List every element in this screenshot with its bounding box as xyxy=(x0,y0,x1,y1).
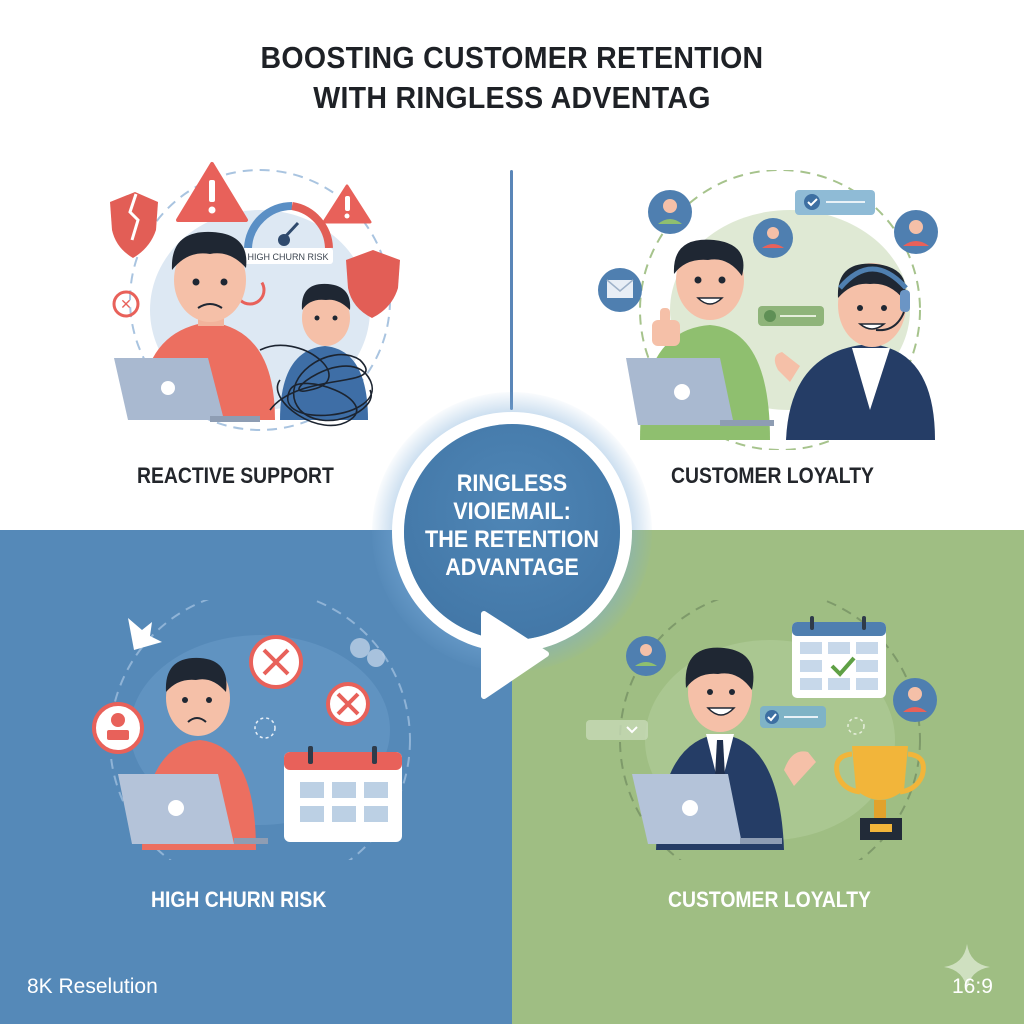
x-bubble-icon xyxy=(249,635,303,689)
vertical-divider xyxy=(510,170,513,410)
warning-icon xyxy=(322,184,372,224)
dashed-orbit xyxy=(639,170,921,450)
center-line-3: THE RETENTION xyxy=(424,526,600,553)
gauge-icon: HIGH CHURN RISK xyxy=(243,201,333,264)
laptop-icon xyxy=(626,358,774,426)
tangled-cable-icon xyxy=(259,344,374,427)
avatar-bubble-icon xyxy=(648,190,692,234)
resolution-note: 8K Reselution xyxy=(27,975,158,998)
center-line-4: ADVANTAGE xyxy=(445,554,579,581)
leaf-icon xyxy=(128,618,162,650)
label-reactive-support: REACTIVE SUPPORT xyxy=(137,463,334,488)
x-bubble-icon xyxy=(326,682,370,726)
page-title: BOOSTING CUSTOMER RETENTION WITH RINGLES… xyxy=(41,38,983,118)
gauge-label: HIGH CHURN RISK xyxy=(247,252,328,262)
thumbs-up-icon xyxy=(652,308,680,346)
center-line-2: VIOIEMAIL: xyxy=(453,498,571,525)
aspect-ratio-note: 16:9 xyxy=(952,975,993,998)
center-heading: RINGLESS VIOIEMAIL: THE RETENTION ADVANT… xyxy=(404,470,620,582)
play-arrow-icon xyxy=(481,611,549,699)
sparkle-icon xyxy=(944,944,990,990)
waving-hand xyxy=(784,751,816,786)
dashed-orbit xyxy=(109,600,411,860)
user-bubble-icon xyxy=(92,702,144,754)
avatar-bubble-icon xyxy=(894,210,938,254)
voicemail-message-icon xyxy=(758,306,824,326)
shield-icon xyxy=(346,250,400,318)
title-line-1: BOOSTING CUSTOMER RETENTION xyxy=(260,40,764,75)
waving-hand xyxy=(774,352,800,382)
center-line-1: RINGLESS xyxy=(456,470,568,497)
customer-loyalty-illustration-top xyxy=(598,170,938,450)
avatar-bubble-icon xyxy=(753,218,793,258)
label-customer-loyalty-bottom: CUSTOMER LOYALTY xyxy=(668,887,871,912)
label-customer-loyalty-top: CUSTOMER LOYALTY xyxy=(671,463,874,488)
high-churn-illustration xyxy=(92,600,411,860)
laptop-icon xyxy=(114,358,260,422)
check-message-icon xyxy=(795,190,875,215)
reactive-support-illustration: HIGH CHURN RISK ✕ xyxy=(110,162,400,431)
title-line-2: WITH RINGLESS ADVENTAG xyxy=(313,80,711,115)
warning-icon xyxy=(176,162,248,222)
avatar-bubble-icon xyxy=(893,678,937,722)
email-bubble-icon xyxy=(598,268,642,312)
group-icon xyxy=(350,638,385,667)
broken-shield-icon xyxy=(110,192,158,258)
laptop-icon xyxy=(632,774,782,844)
loading-icon xyxy=(254,717,276,739)
loading-icon xyxy=(847,717,865,735)
trophy-icon xyxy=(834,746,926,840)
notification-icon xyxy=(586,720,648,740)
check-message-icon xyxy=(760,706,826,728)
no-callback-icon: ✕ xyxy=(112,290,140,318)
calendar-check-icon xyxy=(792,616,886,698)
customer-loyalty-illustration-bottom xyxy=(586,600,937,860)
laptop-icon xyxy=(118,774,268,844)
calendar-icon xyxy=(284,746,402,842)
headset-icon xyxy=(838,266,910,332)
center-disc xyxy=(404,424,620,640)
avatar-bubble-icon xyxy=(626,636,666,676)
dashed-orbit xyxy=(619,600,921,860)
label-high-churn-risk: HIGH CHURN RISK xyxy=(151,887,327,912)
svg-text:✕: ✕ xyxy=(120,297,132,313)
